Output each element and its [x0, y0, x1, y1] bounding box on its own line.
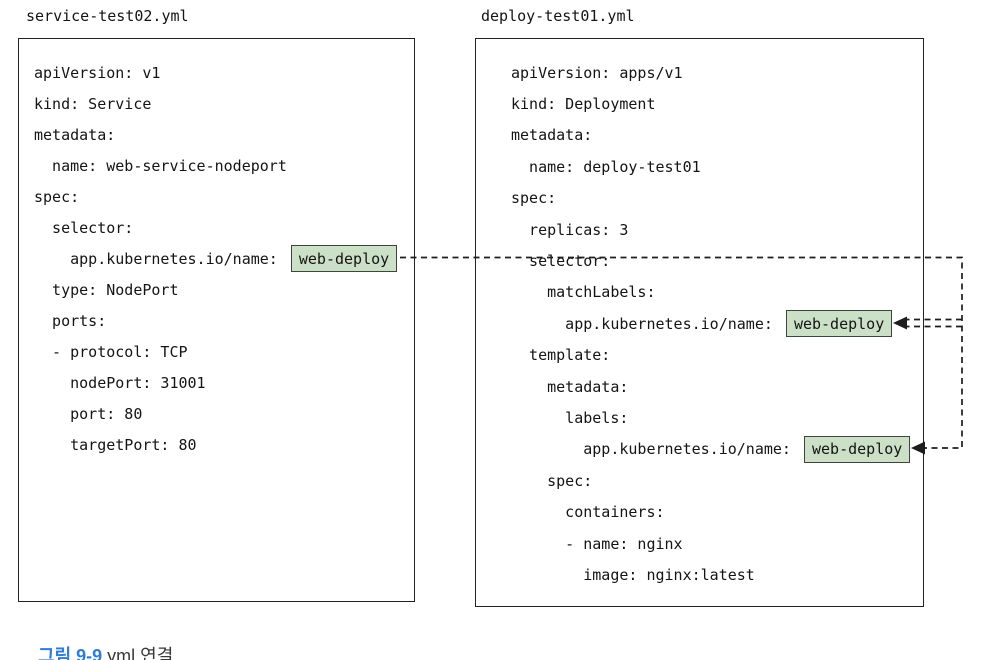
code-line: replicas: 3 — [511, 214, 923, 245]
code-line: matchLabels: — [511, 277, 923, 308]
code-text: metadata: — [511, 377, 629, 396]
figure-caption-text: yml 연결 — [102, 646, 174, 660]
code-line: port: 80 — [34, 398, 414, 429]
code-line: spec: — [511, 183, 923, 214]
code-text: name: deploy-test01 — [511, 157, 701, 176]
code-line: ports: — [34, 305, 414, 336]
code-text: nodePort: 31001 — [34, 373, 206, 392]
code-text: app.kubernetes.io/name: — [511, 314, 782, 333]
code-line: app.kubernetes.io/name: web-deploy — [511, 434, 923, 465]
deployment-matchlabels-highlight: web-deploy — [785, 310, 893, 338]
code-line: metadata: — [511, 371, 923, 402]
code-text: type: NodePort — [34, 280, 179, 299]
code-text: matchLabels: — [511, 283, 656, 302]
code-line: kind: Deployment — [511, 88, 923, 119]
code-line: apiVersion: apps/v1 — [511, 57, 923, 88]
code-line: name: deploy-test01 — [511, 151, 923, 182]
code-text: replicas: 3 — [511, 220, 629, 239]
code-line: spec: — [34, 181, 414, 212]
code-line: app.kubernetes.io/name: web-deploy — [34, 243, 414, 274]
code-text: labels: — [511, 408, 629, 427]
code-text: name: web-service-nodeport — [34, 156, 287, 175]
code-text: spec: — [34, 187, 80, 206]
figure-caption: 그림 9-9 yml 연결 — [18, 620, 173, 660]
code-text: - name: nginx — [511, 534, 683, 553]
code-line: template: — [511, 340, 923, 371]
deployment-labels-highlight: web-deploy — [803, 435, 911, 463]
code-text: apiVersion: v1 — [34, 63, 161, 82]
figure-caption-number: 그림 9-9 — [38, 646, 103, 660]
code-text: kind: Deployment — [511, 95, 656, 114]
code-line: metadata: — [34, 119, 414, 150]
code-line: type: NodePort — [34, 274, 414, 305]
code-line: spec: — [511, 465, 923, 496]
code-text: spec: — [511, 189, 557, 208]
code-line: name: web-service-nodeport — [34, 150, 414, 181]
code-text: metadata: — [34, 125, 116, 144]
code-text: image: nginx:latest — [511, 565, 755, 584]
code-line: metadata: — [511, 120, 923, 151]
service-yaml-code: apiVersion: v1 kind: Service metadata: n… — [19, 39, 414, 460]
code-text: - protocol: TCP — [34, 342, 188, 361]
code-text: port: 80 — [34, 404, 143, 423]
service-yaml-panel: apiVersion: v1 kind: Service metadata: n… — [18, 38, 415, 602]
code-text: spec: — [511, 471, 593, 490]
code-text: template: — [511, 346, 611, 365]
code-line: app.kubernetes.io/name: web-deploy — [511, 308, 923, 339]
code-line: image: nginx:latest — [511, 559, 923, 590]
code-line: containers: — [511, 496, 923, 527]
code-text: apiVersion: apps/v1 — [511, 63, 683, 82]
code-line: selector: — [34, 212, 414, 243]
code-text: ports: — [34, 311, 107, 330]
code-line: selector: — [511, 245, 923, 276]
code-line: - protocol: TCP — [34, 336, 414, 367]
left-file-title: service-test02.yml — [26, 7, 189, 25]
code-text: selector: — [34, 218, 134, 237]
code-text: metadata: — [511, 126, 593, 145]
code-line: targetPort: 80 — [34, 429, 414, 460]
right-file-title: deploy-test01.yml — [481, 7, 635, 25]
code-line: apiVersion: v1 — [34, 57, 414, 88]
code-text: app.kubernetes.io/name: — [511, 440, 800, 459]
code-line: labels: — [511, 402, 923, 433]
deployment-yaml-code: apiVersion: apps/v1 kind: Deployment met… — [476, 39, 923, 591]
service-selector-highlight: web-deploy — [290, 245, 398, 272]
code-text: app.kubernetes.io/name: — [34, 249, 287, 268]
code-line: nodePort: 31001 — [34, 367, 414, 398]
code-text: targetPort: 80 — [34, 435, 197, 454]
code-text: kind: Service — [34, 94, 152, 113]
deployment-yaml-panel: apiVersion: apps/v1 kind: Deployment met… — [475, 38, 924, 607]
code-text: containers: — [511, 503, 665, 522]
code-line: kind: Service — [34, 88, 414, 119]
code-text: selector: — [511, 252, 611, 271]
code-line: - name: nginx — [511, 528, 923, 559]
